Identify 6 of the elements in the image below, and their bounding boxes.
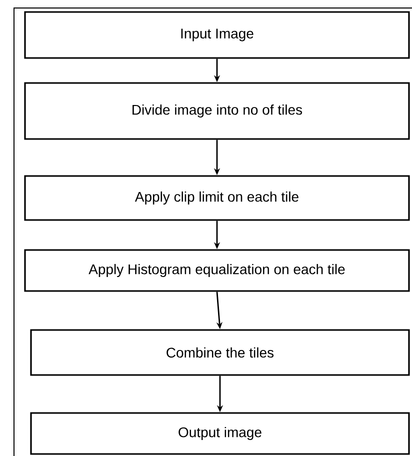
process-box: Apply Histogram equalization on each tile [24,249,410,292]
process-box: Combine the tiles [30,329,410,376]
process-box: Apply clip limit on each tile [24,175,410,221]
process-box: Divide image into no of tiles [24,82,410,140]
process-box: Input Image [24,11,410,59]
process-box: Output image [30,412,410,455]
